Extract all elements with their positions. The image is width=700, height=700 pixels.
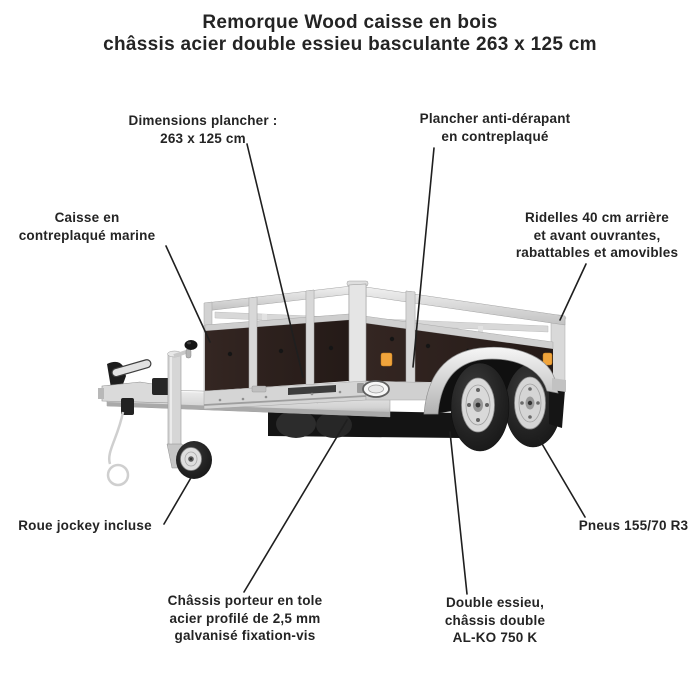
- label-pneus: Pneus 155/70 R3: [567, 517, 700, 535]
- jockey-rim-ring: [184, 451, 198, 467]
- coupler-cap: [98, 388, 104, 399]
- label-line: 263 x 125 cm: [160, 130, 246, 146]
- coupler-bracket: [121, 398, 134, 415]
- panel-screw: [227, 351, 233, 357]
- leader-pneus: [537, 436, 586, 518]
- jockey-wheel: [152, 340, 212, 479]
- label-line: châssis double: [444, 612, 546, 628]
- label-line: Ridelles 40 cm arrière: [525, 210, 669, 225]
- floor-band: [203, 352, 553, 410]
- label-chassis-porteur: Châssis porteur en tole acier profilé de…: [149, 592, 341, 645]
- label-line: Châssis porteur en tole: [167, 593, 323, 608]
- label-line: Caisse en: [54, 210, 120, 225]
- panel-screw: [328, 345, 334, 351]
- hitch-coupler: [98, 359, 173, 487]
- leader-roue-jockey: [163, 475, 193, 525]
- rivet: [218, 398, 222, 402]
- leader-caisse: [165, 245, 211, 343]
- underbody-shadow: [268, 409, 460, 438]
- label-caisse: Caisse en contreplaqué marine: [0, 209, 174, 244]
- rear-chassis-bit: [552, 378, 566, 392]
- panel-screw: [425, 343, 431, 349]
- lug: [476, 418, 480, 422]
- floor-band-lip: [203, 395, 367, 406]
- label-line: acier profilé de 2,5 mm: [169, 610, 321, 626]
- rim-ring: [518, 383, 542, 423]
- axle-wheels: [423, 346, 566, 452]
- label-line: Double essieu,: [445, 595, 545, 610]
- shadow: [268, 409, 460, 438]
- mudflap: [549, 387, 565, 428]
- far-wheel: [316, 412, 352, 438]
- lug: [528, 415, 532, 419]
- lug: [520, 401, 524, 405]
- jockey-axle: [189, 457, 193, 461]
- rivet: [338, 390, 342, 394]
- wheel-front: [450, 362, 510, 452]
- label-ridelles: Ridelles 40 cm arrière et avant ouvrante…: [494, 209, 700, 262]
- label-double-essieu: Double essieu, châssis double AL-KO 750 …: [399, 594, 591, 647]
- black-knob: [184, 340, 198, 350]
- coupler-handle: [111, 359, 152, 378]
- label-line: rabattables et amovibles: [515, 245, 679, 260]
- side-marker-lens: [368, 384, 384, 394]
- jockey-clamp: [152, 378, 170, 395]
- knob-shine: [187, 341, 191, 345]
- front-mid-post-over: [248, 296, 258, 393]
- title-line-1: Remorque Wood caisse en bois: [202, 12, 498, 33]
- rivet: [264, 395, 268, 399]
- cable-loop: [106, 463, 130, 487]
- lug: [536, 401, 540, 405]
- label-line: Dimensions plancher :: [128, 113, 278, 128]
- label-roue-jockey: Roue jockey incluse: [2, 517, 168, 535]
- leader-dimensions: [246, 143, 304, 378]
- rivet: [241, 397, 245, 401]
- breakaway-cable: [107, 411, 125, 465]
- lug: [467, 403, 471, 407]
- rim-ring: [465, 384, 491, 426]
- label-line: Roue jockey incluse: [18, 518, 152, 533]
- reflector-rear: [542, 352, 553, 366]
- rivet: [310, 392, 314, 396]
- page-title: Remorque Wood caisse en bois châssis aci…: [0, 12, 700, 56]
- floor-slot: [288, 385, 336, 395]
- leader-chassis: [243, 419, 348, 593]
- side-mid-post-over: [405, 290, 416, 390]
- lamp-bracket: [357, 383, 364, 393]
- latch-hardware: [251, 385, 267, 393]
- label-line: AL-KO 750 K: [452, 630, 538, 645]
- label-line: contreplaqué marine: [18, 227, 156, 243]
- leader-ridelles: [559, 263, 587, 321]
- title-line-2: châssis acier double essieu basculante 2…: [103, 34, 597, 55]
- reflector-front: [380, 352, 393, 367]
- label-line: galvanisé fixation-vis: [174, 628, 316, 643]
- hub-cap: [475, 402, 481, 408]
- front-wood-panel: [205, 320, 349, 391]
- label-plancher-antiderapant: Plancher anti-dérapant en contreplaqué: [399, 110, 591, 145]
- leader-essieu: [449, 431, 468, 595]
- lug: [485, 403, 489, 407]
- far-wheel: [276, 410, 316, 438]
- lug: [528, 387, 532, 391]
- leader-plancher: [412, 147, 435, 368]
- panel-screw: [389, 336, 395, 342]
- label-line: Plancher anti-dérapant: [419, 111, 571, 126]
- label-line: en contreplaqué: [441, 128, 549, 144]
- label-line: et avant ouvrantes,: [533, 227, 661, 243]
- hub-cap: [527, 400, 533, 406]
- label-line: Pneus 155/70 R3: [578, 518, 689, 533]
- panel-screw: [278, 348, 284, 354]
- jockey-post: [167, 353, 182, 447]
- leader-lines: [163, 143, 587, 595]
- label-dimensions-plancher: Dimensions plancher : 263 x 125 cm: [105, 112, 301, 147]
- lug: [476, 388, 480, 392]
- crank-grip: [185, 348, 192, 359]
- front-mid-post-over: [305, 289, 315, 389]
